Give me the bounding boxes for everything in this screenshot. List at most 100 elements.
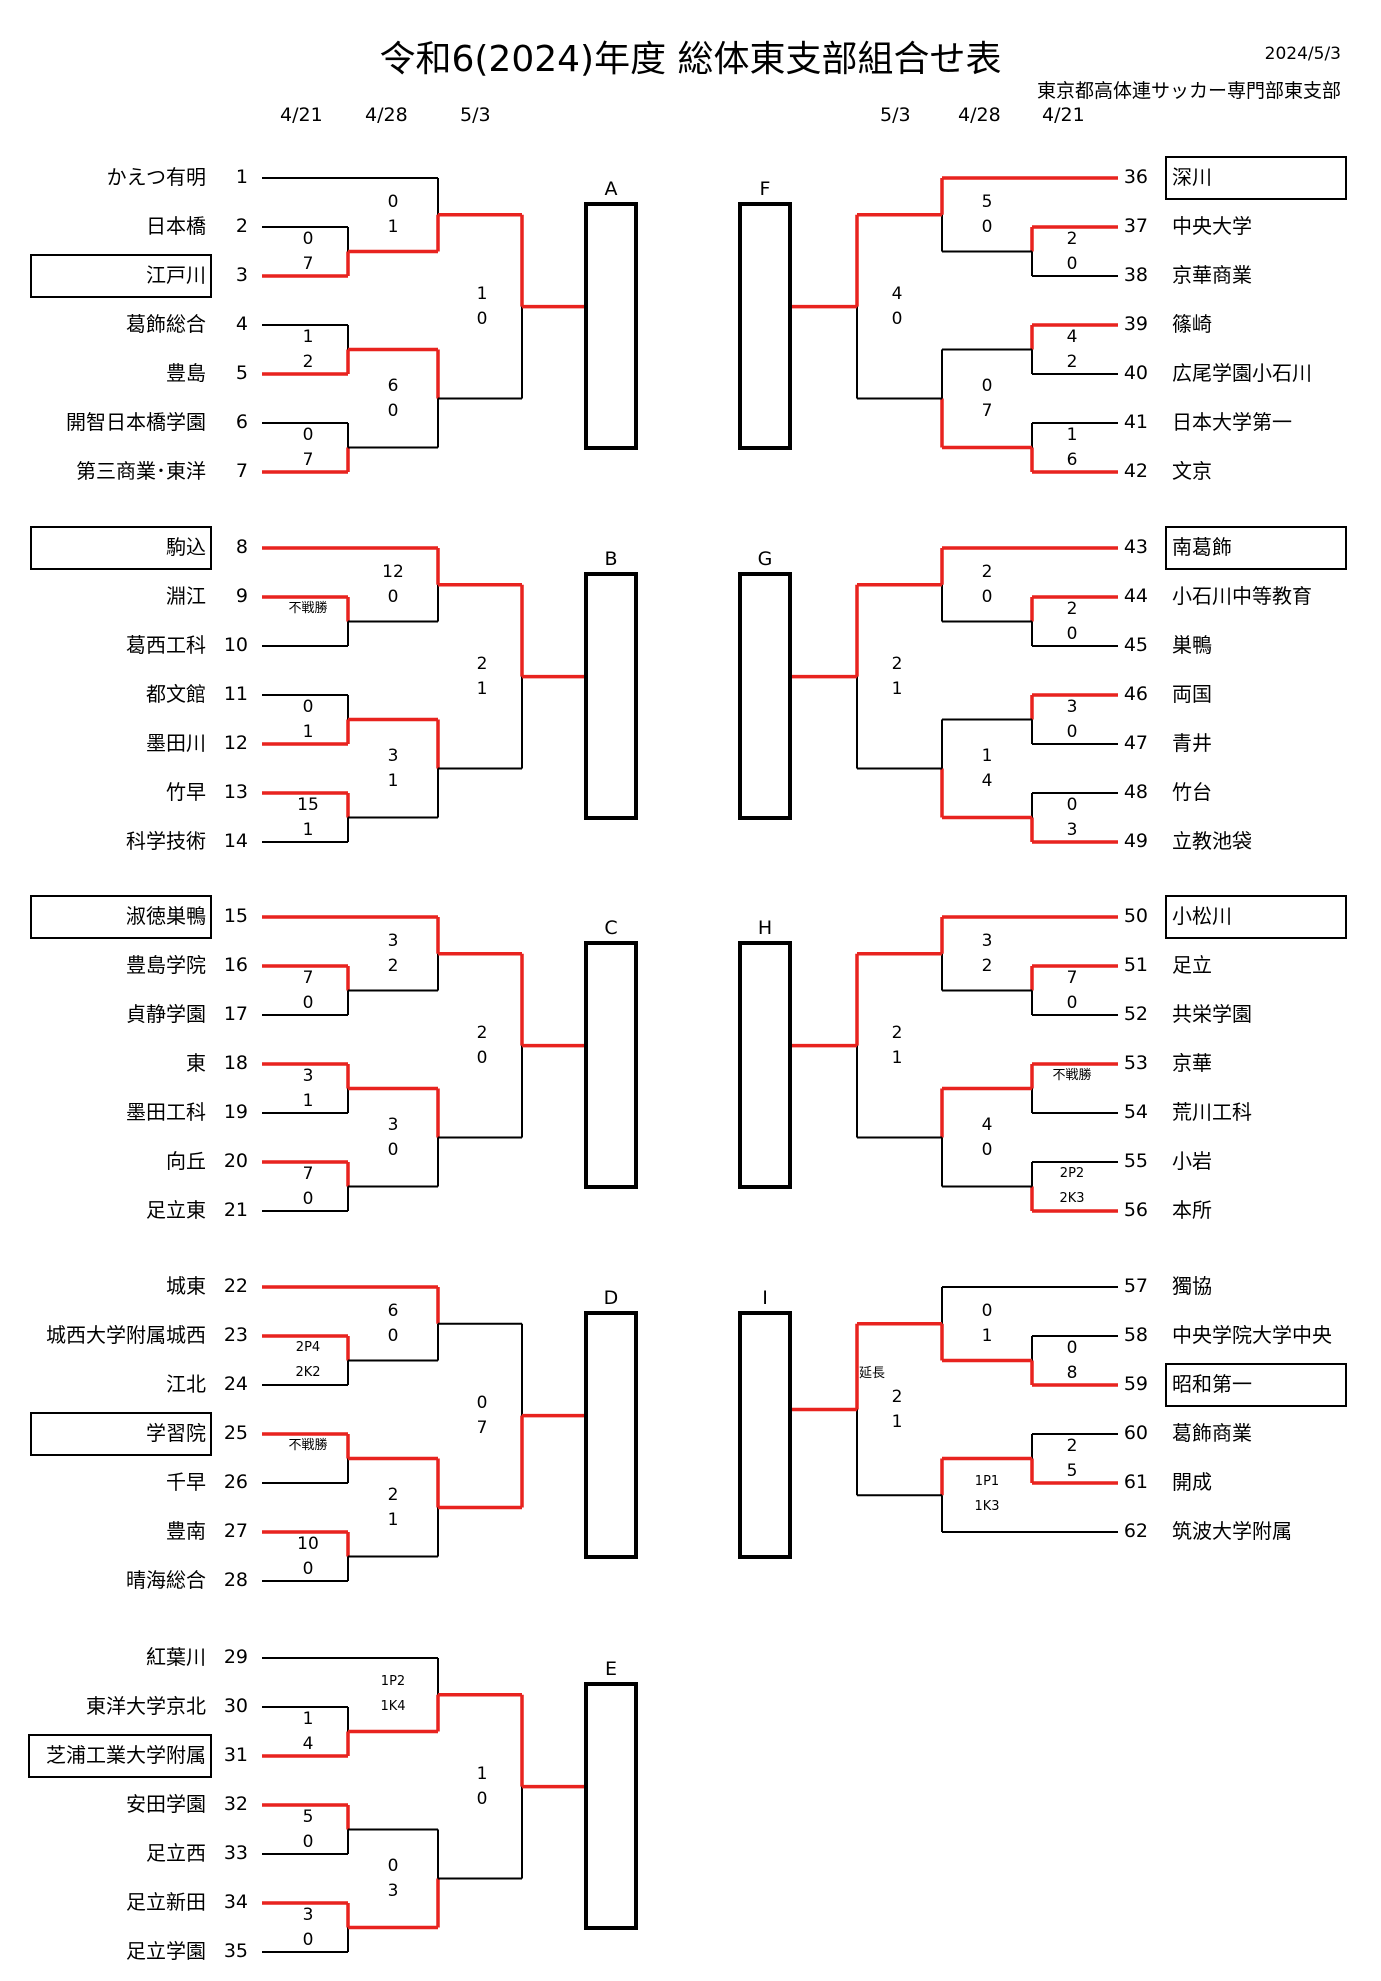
score-r2a-top: 2 [981,561,993,582]
team-name: 中央大学 [1172,214,1252,238]
score-r1b-bottom: 2 [302,351,314,372]
team-name: 立教池袋 [1172,829,1252,853]
team-number: 24 [223,1373,248,1395]
team-name: 淑徳巣鴨 [126,904,206,928]
score-r2b-bottom: 0 [387,400,399,421]
team-number: 56 [1123,1199,1148,1221]
team-name: 篠崎 [1172,312,1212,336]
team-number: 6 [235,411,248,433]
team-number: 28 [223,1569,248,1591]
score-r1b-bottom: 0 [1066,721,1078,742]
team-name: 葛西工科 [126,633,206,657]
team-number: 43 [1123,536,1148,558]
score-r3-top: 0 [476,1392,488,1413]
score-r1a-bottom: 0 [302,992,314,1013]
score-r2b-top: 0 [981,375,993,396]
team-name: 江北 [166,1372,206,1396]
team-name: 学習院 [146,1421,206,1445]
team-name: 竹早 [166,780,206,804]
team-number: 20 [223,1150,248,1172]
team-number: 48 [1123,781,1148,803]
seed-box [1165,156,1347,200]
team-number: 34 [223,1891,248,1913]
final-label: G [757,548,773,570]
score-r1b-bottom: 5 [1066,1460,1078,1481]
team-name: 日本橋 [146,214,206,238]
score-r2b-bottom: 7 [981,400,993,421]
team-number: 32 [223,1793,248,1815]
final-box [584,941,638,1189]
team-name: 荒川工科 [1172,1100,1252,1124]
team-number: 57 [1123,1275,1148,1297]
team-number: 61 [1123,1471,1148,1493]
team-number: 31 [223,1744,248,1766]
team-name: 京華 [1172,1051,1212,1075]
team-name: 豊島 [166,361,206,385]
team-name: 安田学園 [126,1792,206,1816]
seed-box [1165,1363,1347,1407]
team-name: 文京 [1172,459,1212,483]
score-r1c-top: 3 [302,1904,314,1925]
team-name: 小岩 [1172,1149,1212,1173]
team-name: 淵江 [166,584,206,608]
final-box [738,1311,792,1559]
score-r1b-top: 不戦勝 [1052,1067,1092,1083]
team-number: 42 [1123,460,1148,482]
team-name: 向丘 [166,1149,206,1173]
score-r2b-bottom: 4 [981,770,993,791]
score-r1a-top: 7 [302,967,314,988]
team-name: 千早 [166,1470,206,1494]
score-r1a-top: 2 [1066,228,1078,249]
score-r2b-top: 1P1 [974,1474,1000,1490]
team-name: 第三商業･東洋 [76,459,206,483]
score-r1a-bottom: 4 [302,1733,314,1754]
final-box [738,572,792,820]
team-name: 駒込 [166,535,206,559]
score-r2b-top: 2 [387,1484,399,1505]
score-r2b-bottom: 1 [387,770,399,791]
team-number: 19 [223,1101,248,1123]
score-r1c-bottom: 3 [1066,819,1078,840]
score-r1a-top: 2 [1066,598,1078,619]
score-r1c-top: 0 [1066,794,1078,815]
team-number: 46 [1123,683,1148,705]
team-number: 11 [223,683,248,705]
final-label: H [757,917,773,939]
team-name: 獨協 [1172,1274,1212,1298]
team-name: 足立西 [146,1841,206,1865]
score-r2a-top: 3 [387,930,399,951]
team-number: 7 [235,460,248,482]
score-r1b-bottom: 0 [302,1831,314,1852]
score-r2a-bottom: 1K4 [380,1698,406,1714]
score-r3-bottom: 0 [891,308,903,329]
score-r1c-bottom: 1 [302,819,314,840]
team-number: 14 [223,830,248,852]
final-label: F [759,178,771,200]
team-number: 49 [1123,830,1148,852]
score-r1b-top: 1 [302,326,314,347]
score-r1a-top: 0 [1066,1337,1078,1358]
team-name: 両国 [1172,682,1212,706]
score-r2a-top: 0 [387,191,399,212]
score-r2b-bottom: 1K3 [974,1499,1000,1515]
score-r3-bottom: 0 [476,1047,488,1068]
team-number: 21 [223,1199,248,1221]
extra-time-note: 延長 [859,1365,886,1381]
team-number: 59 [1123,1373,1148,1395]
team-number: 37 [1123,215,1148,237]
score-r2b-top: 1 [981,745,993,766]
team-name: 竹台 [1172,780,1212,804]
team-name: 小松川 [1172,904,1232,928]
score-r1a-top: 7 [1066,967,1078,988]
team-number: 22 [223,1275,248,1297]
score-r2a-bottom: 0 [387,1325,399,1346]
final-label: D [603,1287,619,1309]
team-number: 30 [223,1695,248,1717]
score-r1a-bottom: 0 [1066,992,1078,1013]
score-r3-top: 4 [891,283,903,304]
team-name: 芝浦工業大学附属 [46,1743,206,1767]
score-r3-top: 1 [476,1763,488,1784]
score-r1a-top: 不戦勝 [288,600,328,616]
score-r1c-top: 0 [302,424,314,445]
